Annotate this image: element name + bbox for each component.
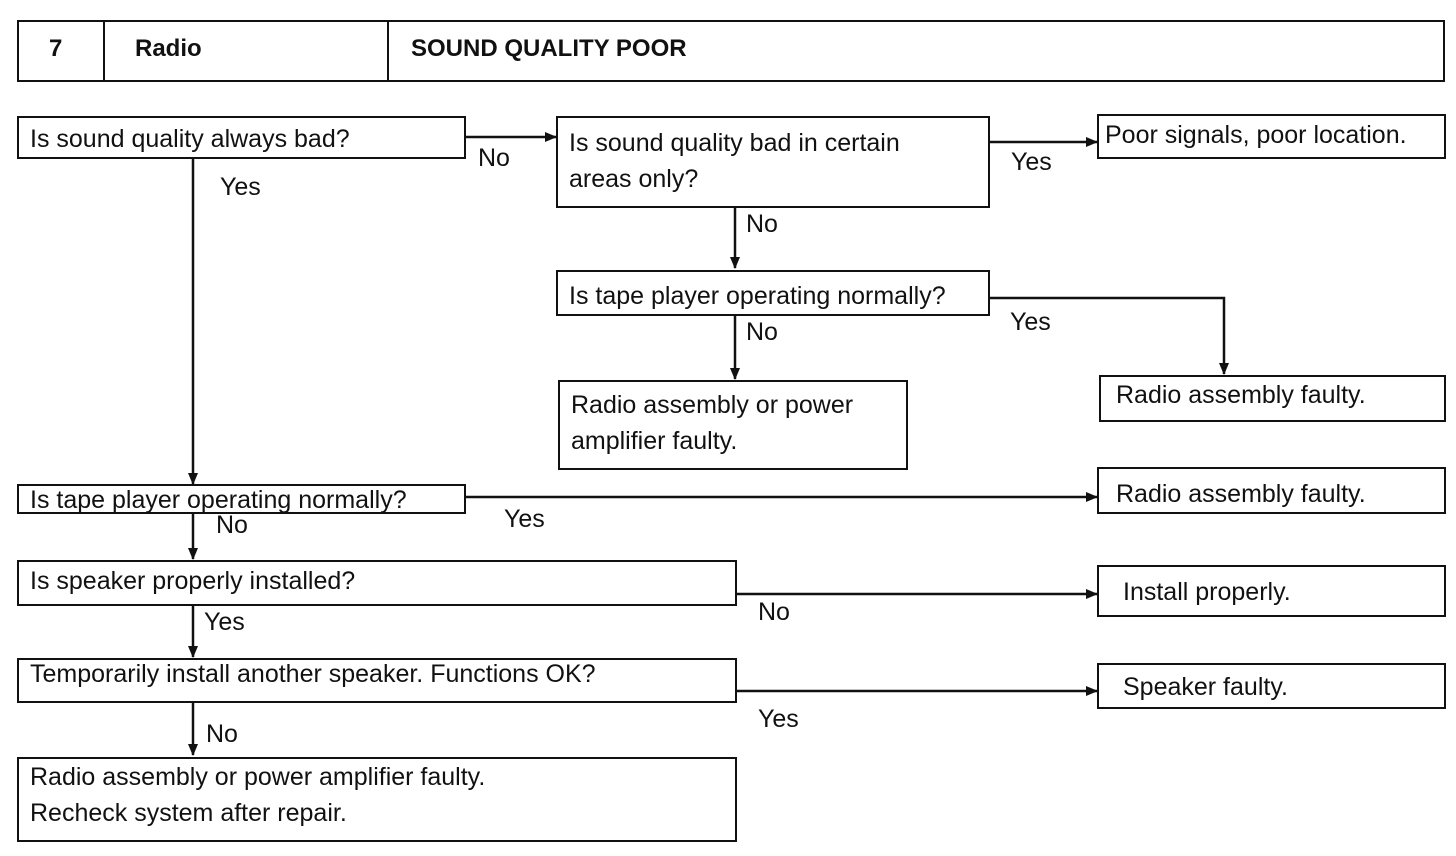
label-tape-main-yes: Yes (504, 505, 545, 533)
node-text: Radio assembly faulty. (1116, 480, 1366, 508)
header-symptom-cell: SOUND QUALITY POOR (387, 20, 1445, 82)
label-tape-top-no: No (746, 318, 778, 346)
node-text: Poor signals, poor location. (1105, 121, 1407, 149)
header-system-cell: Radio (103, 20, 389, 82)
edge-tape-top-yes (990, 296, 1229, 375)
label-speaker-yes: Yes (204, 608, 245, 636)
label-tape-top-yes: Yes (1010, 308, 1051, 336)
node-q-certain-areas: Is sound quality bad in certain areas on… (556, 116, 990, 208)
label-tape-main-no: No (216, 511, 248, 539)
node-r-install-properly: Install properly. (1097, 565, 1446, 617)
node-text: Radio assembly faulty. (1116, 381, 1366, 409)
node-text: Temporarily install another speaker. Fun… (30, 660, 596, 688)
node-r-speaker-faulty: Speaker faulty. (1097, 663, 1446, 709)
node-text: Is sound quality always bad? (30, 125, 350, 153)
node-text: Install properly. (1123, 578, 1291, 606)
node-r-final: Radio assembly or power amplifier faulty… (17, 757, 737, 842)
node-r-radio-amp-top: Radio assembly or power amplifier faulty… (558, 380, 908, 470)
node-q-speaker-installed: Is speaker properly installed? (17, 560, 737, 606)
node-q-always-bad: Is sound quality always bad? (17, 116, 466, 159)
node-r-poor-signals: Poor signals, poor location. (1097, 114, 1446, 159)
header-number: 7 (49, 35, 63, 62)
node-text: Speaker faulty. (1123, 673, 1288, 701)
label-speaker-no: No (758, 598, 790, 626)
header-number-cell: 7 (17, 20, 105, 82)
node-text-line-2: amplifier faulty. (571, 427, 738, 455)
node-text-line-2: Recheck system after repair. (30, 799, 347, 827)
label-temp-no: No (206, 720, 238, 748)
label-always-bad-yes: Yes (220, 173, 261, 201)
node-r-radio-faulty-top: Radio assembly faulty. (1099, 375, 1446, 422)
node-q-temp-speaker: Temporarily install another speaker. Fun… (17, 658, 737, 703)
label-certain-areas-no: No (746, 210, 778, 238)
header-symptom: SOUND QUALITY POOR (411, 35, 687, 62)
node-r-radio-faulty-main: Radio assembly faulty. (1097, 467, 1446, 514)
label-always-bad-no: No (478, 144, 510, 172)
node-q-tape-top: Is tape player operating normally? (556, 270, 990, 316)
node-q-tape-main: Is tape player operating normally? (17, 484, 466, 514)
label-certain-areas-yes: Yes (1011, 148, 1052, 176)
node-text: Is tape player operating normally? (569, 282, 946, 310)
node-text: Is speaker properly installed? (30, 567, 356, 595)
node-text: Is tape player operating normally? (30, 486, 407, 514)
node-text-line-1: Radio assembly or power (571, 391, 854, 419)
node-text-line-2: areas only? (569, 165, 699, 193)
node-text-line-1: Is sound quality bad in certain (569, 129, 900, 157)
label-temp-yes: Yes (758, 705, 799, 733)
node-text-line-1: Radio assembly or power amplifier faulty… (30, 763, 486, 791)
header-system: Radio (135, 35, 202, 62)
